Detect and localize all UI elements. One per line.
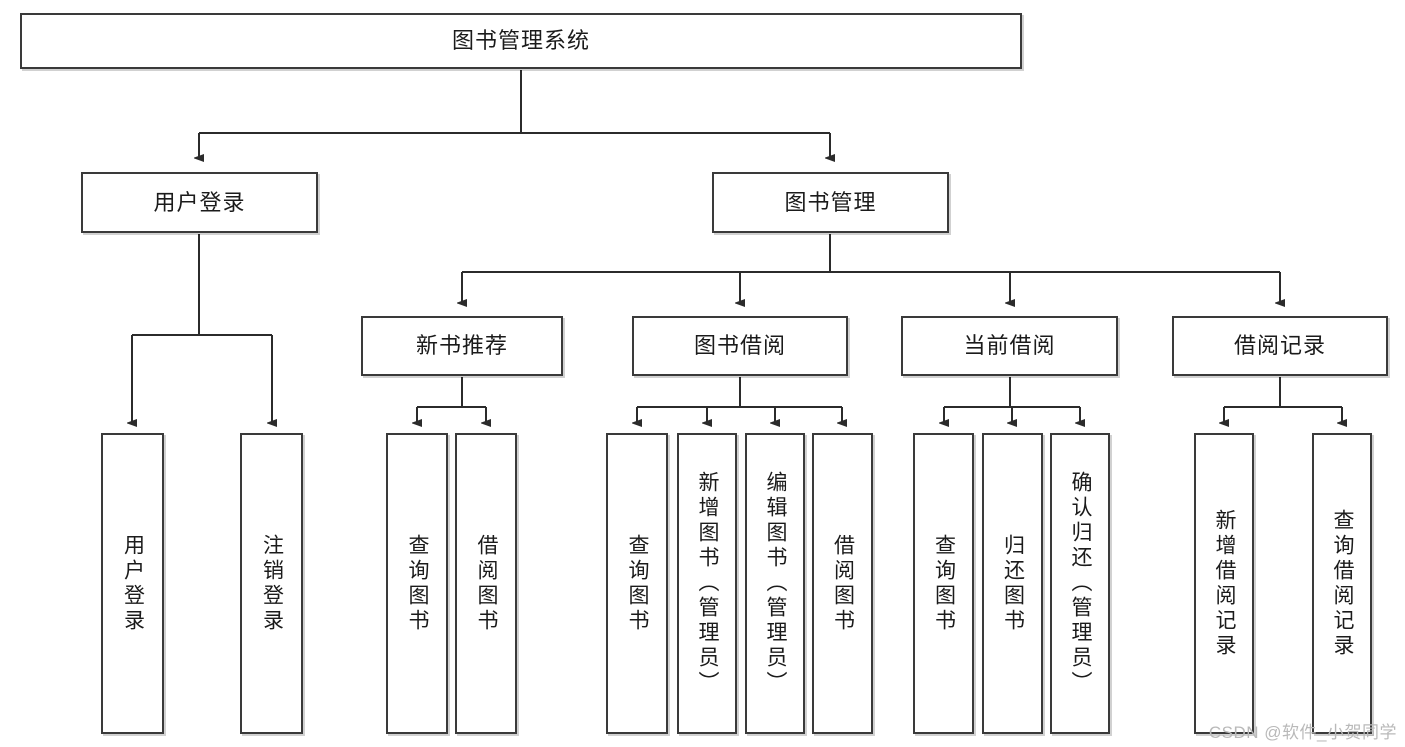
node-user-login-label: 用户登录 xyxy=(153,189,246,215)
node-book-management-label: 图书管理 xyxy=(784,189,877,215)
leaf-new-book-query[interactable]: 查询图书 xyxy=(386,433,448,734)
node-current-borrow-label: 当前借阅 xyxy=(963,333,1056,359)
node-book-borrow-label: 图书借阅 xyxy=(693,333,786,359)
leaf-current-borrow-return[interactable]: 归还图书 xyxy=(982,433,1043,734)
leaf-book-borrow-edit[interactable]: 编辑图书（管理员） xyxy=(745,433,805,734)
leaf-book-borrow-add[interactable]: 新增图书（管理员） xyxy=(677,433,737,734)
leaf-book-borrow-edit-label: 编辑图书（管理员） xyxy=(764,471,788,696)
leaf-borrow-record-query[interactable]: 查询借阅记录 xyxy=(1312,433,1372,734)
leaf-book-borrow-query-label: 查询图书 xyxy=(626,533,650,634)
leaf-borrow-record-add[interactable]: 新增借阅记录 xyxy=(1194,433,1254,734)
leaf-current-borrow-return-label: 归还图书 xyxy=(1001,533,1025,634)
leaf-book-borrow-borrow[interactable]: 借阅图书 xyxy=(812,433,873,734)
node-user-login[interactable]: 用户登录 xyxy=(81,172,318,233)
leaf-book-borrow-add-label: 新增图书（管理员） xyxy=(696,471,720,696)
leaf-current-borrow-query-label: 查询图书 xyxy=(932,533,956,634)
leaf-user-login-login-label: 用户登录 xyxy=(121,533,145,634)
node-borrow-record-label: 借阅记录 xyxy=(1233,333,1326,359)
leaf-new-book-borrow[interactable]: 借阅图书 xyxy=(455,433,517,734)
leaf-user-login-logout-label: 注销登录 xyxy=(260,533,284,634)
leaf-current-borrow-confirm-label: 确认归还（管理员） xyxy=(1069,471,1093,696)
node-current-borrow[interactable]: 当前借阅 xyxy=(901,316,1118,376)
leaf-new-book-query-label: 查询图书 xyxy=(406,533,430,634)
leaf-current-borrow-query[interactable]: 查询图书 xyxy=(913,433,974,734)
leaf-borrow-record-add-label: 新增借阅记录 xyxy=(1213,508,1237,659)
leaf-new-book-borrow-label: 借阅图书 xyxy=(475,533,499,634)
leaf-user-login-logout[interactable]: 注销登录 xyxy=(240,433,303,734)
leaf-book-borrow-borrow-label: 借阅图书 xyxy=(831,533,855,634)
leaf-current-borrow-confirm[interactable]: 确认归还（管理员） xyxy=(1050,433,1110,734)
node-root-label: 图书管理系统 xyxy=(451,28,590,54)
node-borrow-record[interactable]: 借阅记录 xyxy=(1172,316,1388,376)
csdn-watermark: CSDN @软件_小贺同学 xyxy=(1208,723,1397,742)
leaf-book-borrow-query[interactable]: 查询图书 xyxy=(606,433,668,734)
node-new-book-recommend[interactable]: 新书推荐 xyxy=(361,316,563,376)
leaf-borrow-record-query-label: 查询借阅记录 xyxy=(1331,508,1355,659)
leaf-user-login-login[interactable]: 用户登录 xyxy=(101,433,164,734)
node-book-borrow[interactable]: 图书借阅 xyxy=(632,316,848,376)
node-book-management[interactable]: 图书管理 xyxy=(712,172,949,233)
node-root[interactable]: 图书管理系统 xyxy=(20,13,1022,69)
node-new-book-recommend-label: 新书推荐 xyxy=(415,333,508,359)
